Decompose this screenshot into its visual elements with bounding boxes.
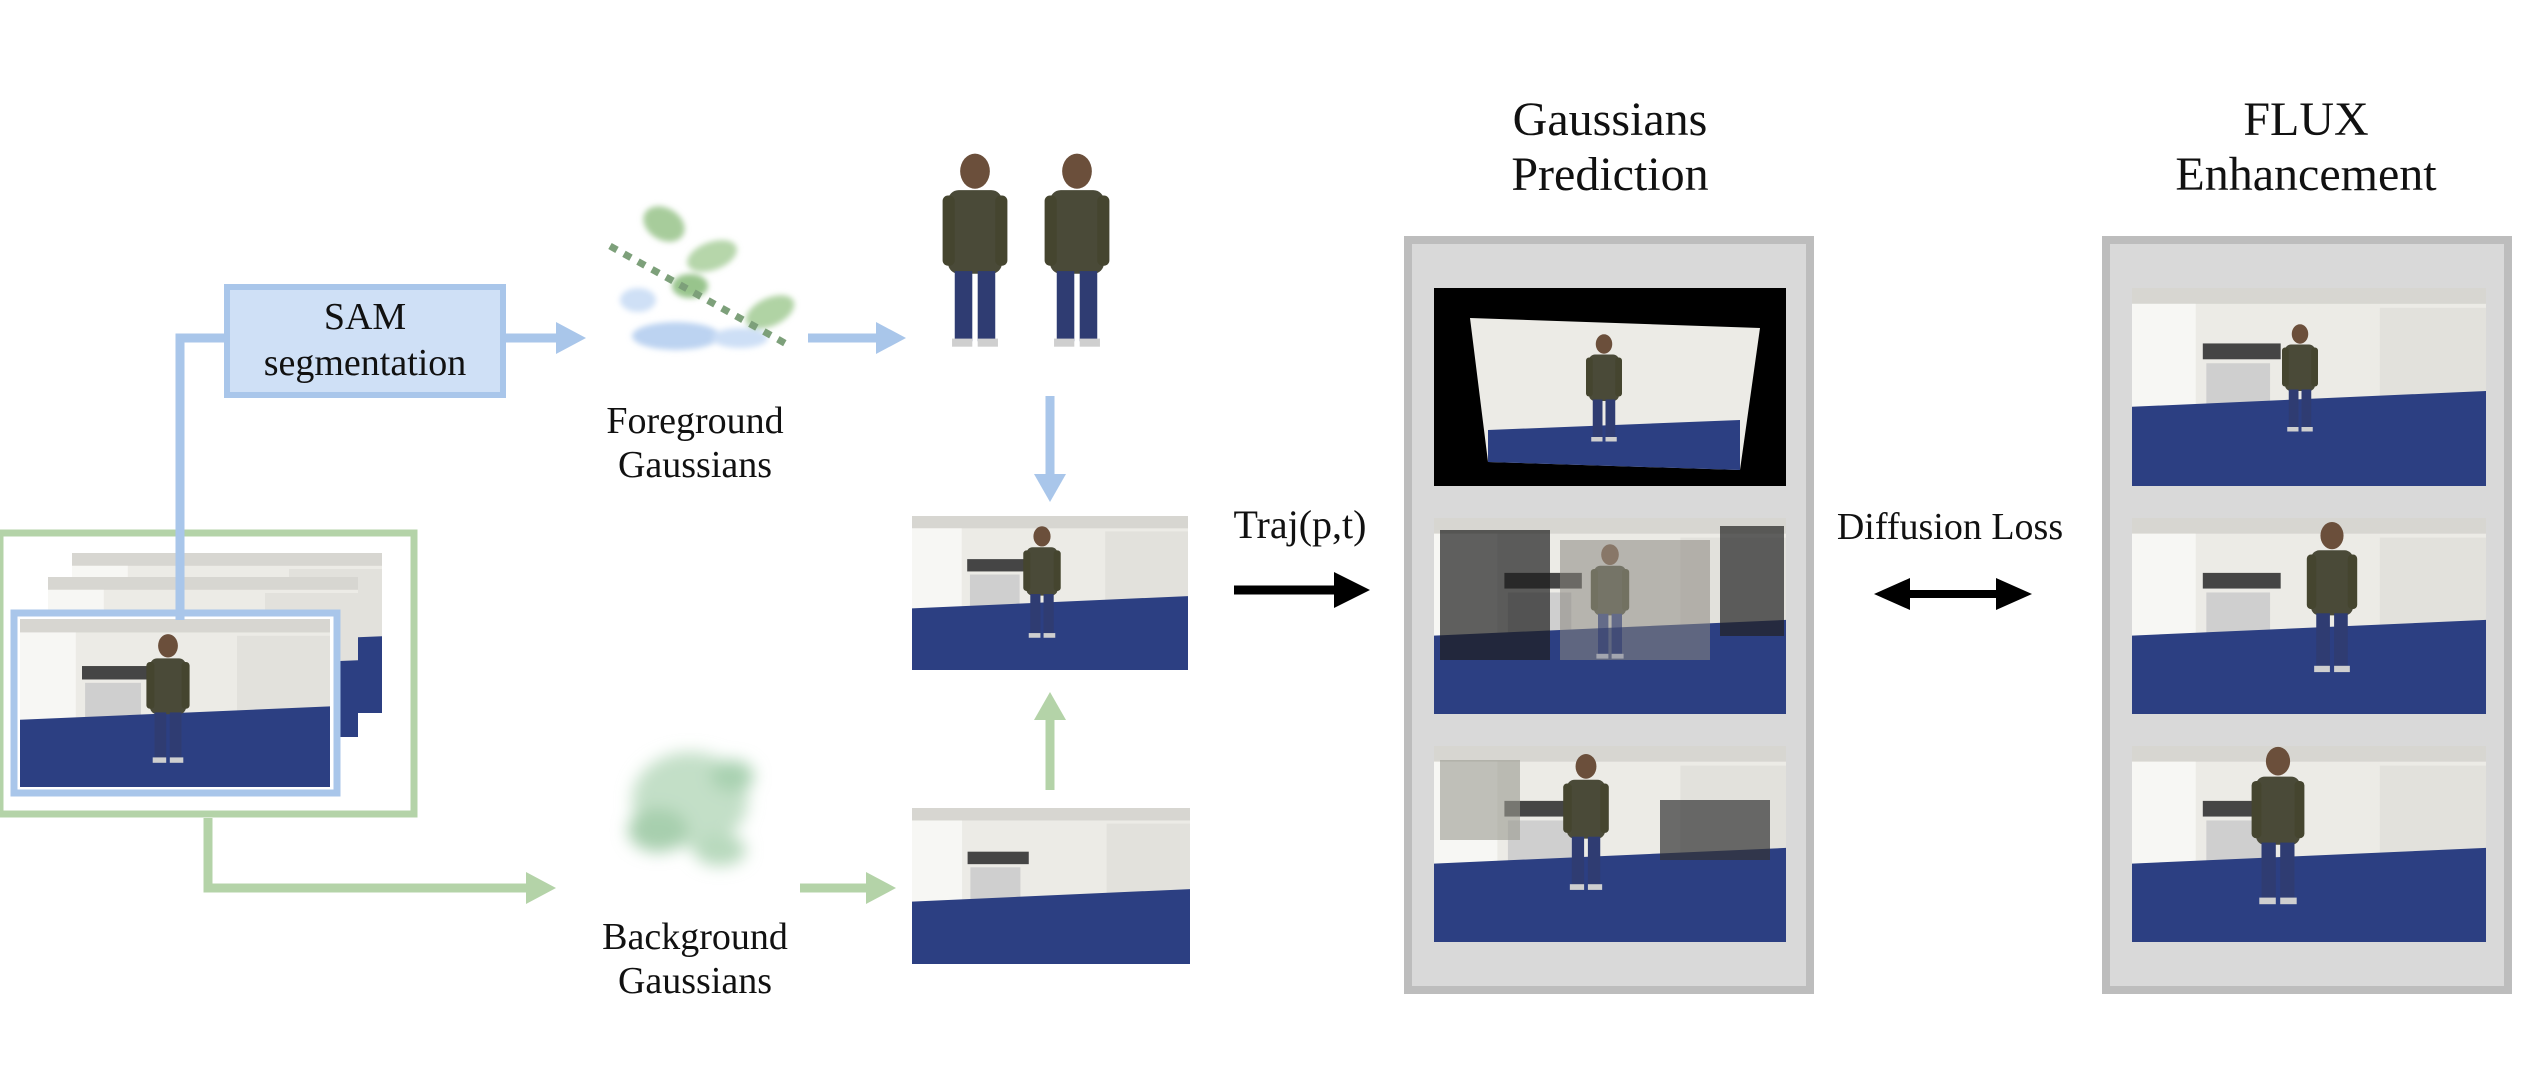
diffusion-loss-label: Diffusion Loss (1836, 506, 2064, 548)
trajectory-arrow (1234, 572, 1370, 608)
flux-enhancement-panel (2102, 236, 2512, 994)
segmented-person-images (942, 153, 1110, 347)
composited-frame (912, 516, 1188, 670)
foreground-gaussians-label: Foreground Gaussians (606, 400, 784, 486)
green-selection-frame (0, 529, 418, 818)
gaussians-prediction-title: Gaussians Prediction (1511, 93, 1709, 202)
blue-arrowheads (556, 322, 1066, 502)
input-frames (0, 529, 418, 818)
green-arrowheads (526, 692, 1066, 904)
prediction-frame-1 (1434, 288, 1786, 486)
enhanced-frame-3 (2132, 746, 2486, 942)
sam-segmentation-box: SAM segmentation (224, 284, 506, 398)
gaussians-prediction-panel (1404, 236, 1814, 994)
trajectory-label: Traj(p,t) (1233, 502, 1367, 547)
segmentation-dashed-line (608, 242, 792, 350)
diffusion-loss-arrow (1874, 578, 2032, 610)
sam-line1: SAM (323, 296, 407, 339)
background-only-frame (912, 808, 1190, 964)
sam-line2: segmentation (263, 342, 467, 384)
prediction-frame-3 (1434, 746, 1786, 942)
prediction-frame-2 (1434, 518, 1786, 714)
green-flow-connectors (203, 718, 1055, 893)
blue-flow-connectors (175, 333, 1055, 620)
background-gaussians-label: Background Gaussians (602, 916, 788, 1002)
flux-enhancement-title: FLUX Enhancement (2175, 93, 2437, 202)
enhanced-frame-1 (2132, 288, 2486, 486)
enhanced-frame-2 (2132, 518, 2486, 714)
foreground-gaussians-blobs (608, 206, 795, 350)
frame-front (10, 609, 341, 797)
background-gaussians-blobs (628, 752, 754, 866)
